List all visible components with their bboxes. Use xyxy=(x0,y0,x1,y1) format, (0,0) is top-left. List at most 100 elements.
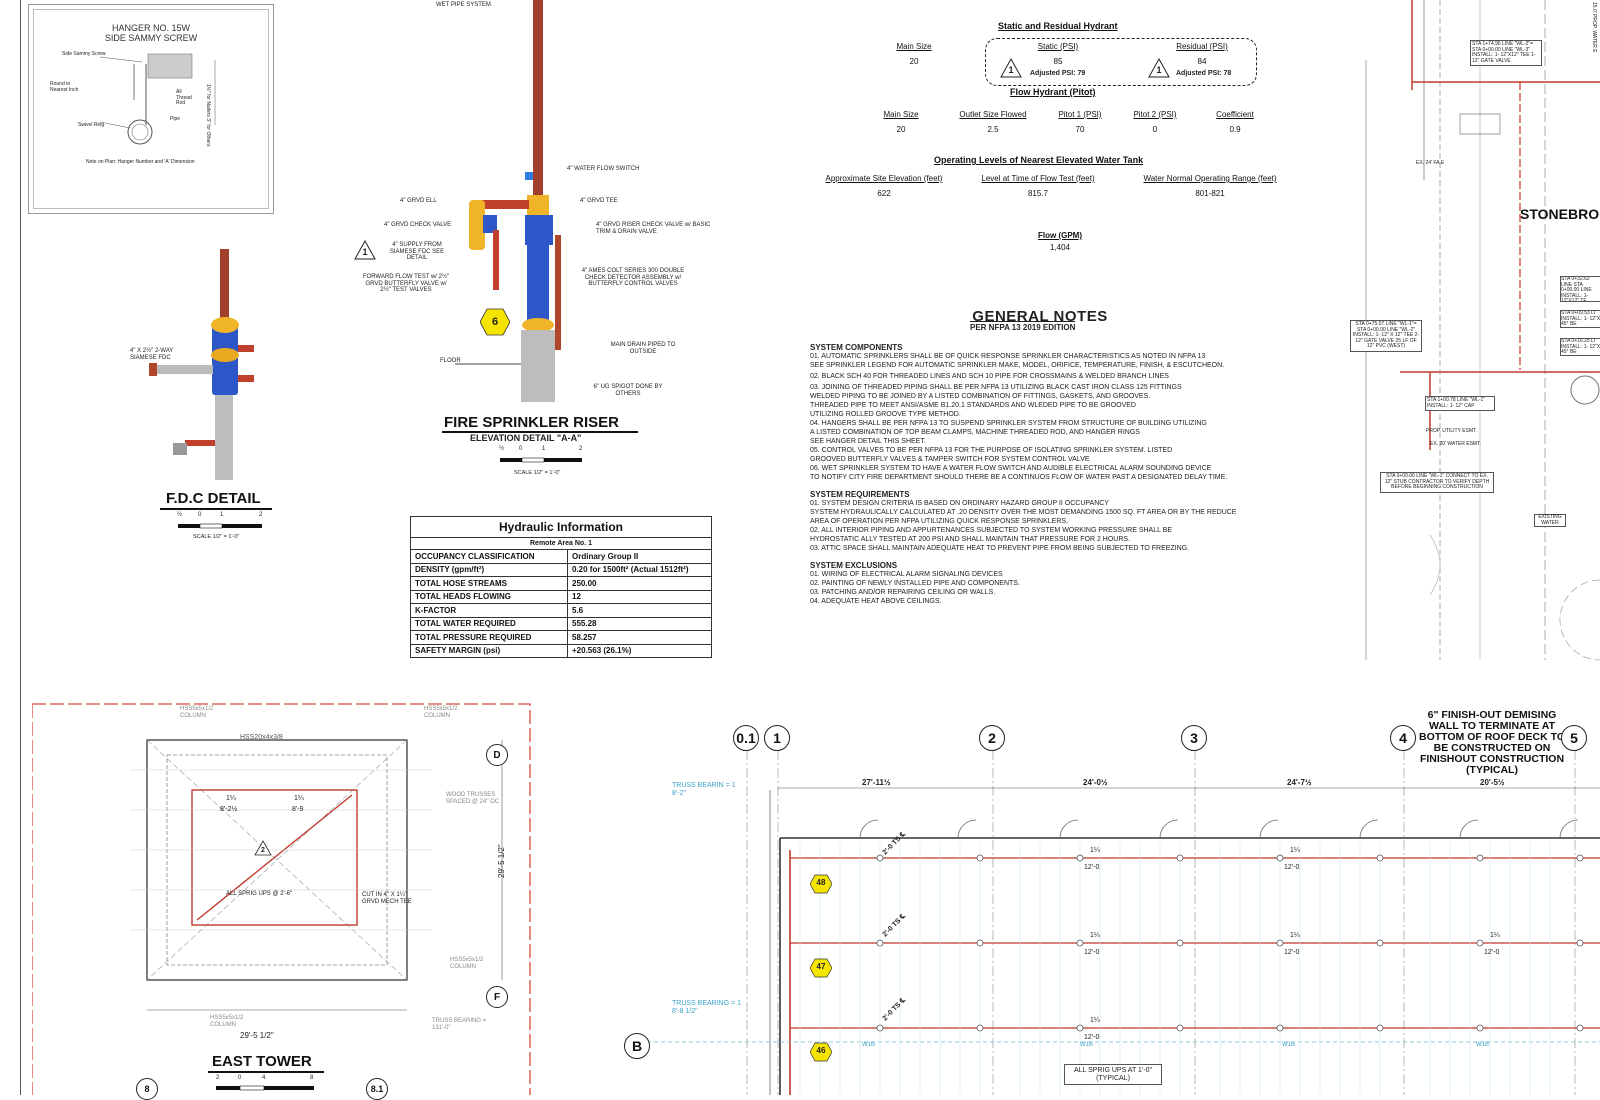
static-triangle-number: 1 xyxy=(1008,65,1014,75)
riser-hex-number: 6 xyxy=(491,316,499,328)
notes-section-head: SYSTEM REQUIREMENTS xyxy=(810,490,910,499)
flow-col-value: 0.9 xyxy=(1229,125,1241,134)
plan-wall-tag-2: W1B xyxy=(1080,1042,1094,1048)
floor-plan xyxy=(640,750,1600,1095)
residual-triangle-shape xyxy=(1148,58,1170,78)
riser-callout-9: FLOOR xyxy=(440,358,461,364)
plan-pipe-size-2: 1¼ xyxy=(1290,847,1300,854)
static-adjusted: Adjusted PSI: 79 xyxy=(1030,70,1086,77)
hanger-label-pipe: Pipe xyxy=(170,116,181,122)
notes-line: WELDED PIPING TO BE JOINED BY A LISTED C… xyxy=(810,393,1151,400)
site-label-4: STA 0+16.25 LI INSTALL: 1- 12"X 45° BE xyxy=(1560,338,1600,356)
plan-pipe-size-6: 1¼ xyxy=(1490,932,1500,939)
plan-arches xyxy=(859,819,1579,839)
site-cul-de-sac xyxy=(1559,579,1600,661)
riser-scale-tick-2: 1 xyxy=(542,446,546,452)
plan-wall-tag-3: W1B xyxy=(1282,1042,1296,1048)
tower-triangle-number: 2 xyxy=(261,847,265,854)
flow-col-value: 20 xyxy=(896,125,906,134)
tower-scale-tick-0: 2 xyxy=(216,1075,220,1081)
plan-head xyxy=(1376,854,1384,862)
tower-label-mech-tee: CUT IN 4" X 1¼" GRVD MECH TEE xyxy=(362,892,412,905)
hanger-drawing xyxy=(99,53,216,145)
tower-scale-bar xyxy=(216,1085,314,1091)
fdc-lower-pipe xyxy=(215,395,233,480)
tower-triangle xyxy=(254,840,272,856)
residual-label: Residual (PSI) xyxy=(1176,42,1228,51)
notes-line: HYDROSTATIC ALLY TESTED AT 200 PSI AND S… xyxy=(810,536,1131,543)
riser-riser-check xyxy=(525,215,553,245)
tower-bubble-8: 8 xyxy=(136,1078,158,1100)
hyd-key-1: DENSITY (gpm/ft²) xyxy=(411,563,568,576)
tank-col-value: 801-821 xyxy=(1195,189,1225,198)
riser-flow-switch xyxy=(525,172,533,180)
tower-label-trusses: WOOD TRUSSES SPACED @ 24" OC xyxy=(446,792,500,805)
flow-col-label: Main Size xyxy=(883,110,919,119)
plan-head xyxy=(1176,854,1184,862)
plan-head xyxy=(1276,1024,1284,1032)
flow-col-label: Pitot 1 (PSI) xyxy=(1058,110,1102,119)
notes-section-head: SYSTEM COMPONENTS xyxy=(810,343,903,352)
riser-scale-tick-1: 0 xyxy=(519,446,523,452)
plan-grid-bubble-3: 3 xyxy=(1181,725,1207,751)
site-label-0: STA 1+74.96 LINE "WL-2"= STA 0+00.00 LIN… xyxy=(1470,40,1542,66)
plan-head xyxy=(876,939,884,947)
riser-callout-5: 4" SUPPLY FROM SIAMESE FDC SEE DETAIL xyxy=(389,242,445,262)
hyd-val-4: 5.6 xyxy=(572,605,584,615)
site-label-8: EX. 20' WATER ESMT. xyxy=(1430,441,1481,447)
notes-line: SEE HANGER DETAIL THIS SHEET. xyxy=(810,438,926,445)
hanger-label-dims: 1½" for Nailers 3" for Others xyxy=(205,84,211,147)
notes-line: SYSTEM HYDRAULICALLY CALCULATED AT .20 D… xyxy=(810,509,1237,516)
fdc-scale-seg2 xyxy=(199,523,223,529)
plan-head xyxy=(1476,1024,1484,1032)
fdc-scale-bar xyxy=(178,523,262,529)
fdc-scale-seg3 xyxy=(222,524,262,528)
plan-head xyxy=(976,854,984,862)
riser-revision-triangle xyxy=(354,240,376,260)
plan-grid-bubble-2: 2 xyxy=(979,725,1005,751)
riser-callout-4: 4" GRVD RISER CHECK VALVE w/ BASIC TRIM … xyxy=(596,222,711,235)
tower-pipe-loop xyxy=(191,789,358,926)
tower-bubble-f: F xyxy=(486,986,508,1008)
notes-line: AREA OF OPERATION PER NFPA UTILIZING QUI… xyxy=(810,518,1069,525)
plan-truss-1: TRUSS BEARIN = 1 8'-2" xyxy=(672,782,736,797)
riser-callout-0: 4" WATER FLOW SWITCH xyxy=(567,166,640,172)
notes-line: 04. ADEQUATE HEAT ABOVE CEILINGS. xyxy=(810,598,942,605)
plan-hex-48-label: 48 xyxy=(816,878,826,887)
riser-subtitle: ELEVATION DETAIL "A-A" xyxy=(470,433,582,443)
tank-title: Operating Levels of Nearest Elevated Wat… xyxy=(934,155,1144,165)
riser-cross xyxy=(481,200,529,209)
plan-ceiling-grid xyxy=(799,842,1551,1095)
hydraulic-subtitle: Remote Area No. 1 xyxy=(411,538,711,550)
fdc-drain xyxy=(185,440,215,446)
notes-line: 03. PATCHING AND/OR REPAIRING CEILING OR… xyxy=(810,589,996,596)
plan-pipe-len-1: 12'-0 xyxy=(1084,864,1100,871)
hanger-leader2 xyxy=(99,121,131,129)
residual-triangle-number: 1 xyxy=(1156,65,1162,75)
fdc-scale-text: SCALE 1/2" = 1'-0" xyxy=(193,534,240,540)
hanger-label-swivel: Swivel Ring xyxy=(78,122,105,128)
static-triangle xyxy=(1000,58,1022,78)
hanger-pipe xyxy=(131,123,149,141)
plan-head xyxy=(876,1024,884,1032)
hyd-val-6: 58.257 xyxy=(572,632,597,642)
plan-head xyxy=(1476,854,1484,862)
flow-col-label: Outlet Size Flowed xyxy=(959,110,1027,119)
site-label-3: STA 0+09.53 LI INSTALL: 1- 12"X 45° BE xyxy=(1560,310,1600,328)
static-triangle-shape xyxy=(1000,58,1022,78)
plan-hex-46 xyxy=(810,1042,832,1062)
plan-head xyxy=(1576,939,1584,947)
riser-base-flange xyxy=(522,318,554,332)
site-label-5: STA 0+75.07 LINE "WL-1"= STA 0+00.00 LIN… xyxy=(1350,320,1422,352)
riser-callout-6: FORWARD FLOW TEST w/ 2½" GRVD BUTTERFLY … xyxy=(362,274,450,294)
static-title: Static and Residual Hydrant xyxy=(998,21,1118,31)
gpm-value: 1,404 xyxy=(1049,243,1071,252)
plan-pipe-size-5: 1¼ xyxy=(1090,1017,1100,1024)
static-col: Static (PSI) 85 xyxy=(1018,42,1098,66)
residual-triangle xyxy=(1148,58,1170,78)
riser-scale-bar xyxy=(500,457,582,463)
residual-col: Residual (PSI) 84 xyxy=(1162,42,1242,66)
fdc-scale-tick-2: 1 xyxy=(220,512,224,518)
